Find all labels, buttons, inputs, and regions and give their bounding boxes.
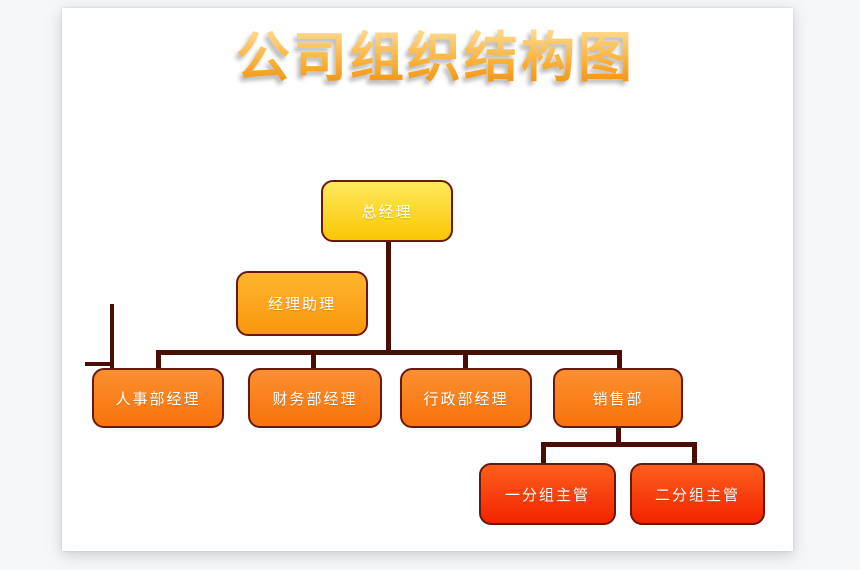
node-label: 行政部经理 [423, 389, 509, 408]
connector-level4-hline [541, 442, 697, 447]
node-hr-manager: 人事部经理 [92, 368, 224, 428]
connector-sales-trunk [616, 428, 621, 445]
node-admin-manager: 行政部经理 [400, 368, 532, 428]
node-general-manager: 总经理 [321, 180, 453, 242]
node-sales-dept: 销售部 [553, 368, 683, 428]
node-label: 二分组主管 [654, 485, 740, 504]
chart-title: 公司组织结构图 [70, 28, 801, 88]
node-label: 销售部 [592, 389, 644, 408]
connector-level3-hline [156, 350, 622, 355]
node-group1-supervisor: 一分组主管 [479, 463, 616, 525]
node-label: 财务部经理 [272, 389, 358, 408]
connector-stub-group1 [541, 444, 546, 463]
connector-stub-hr [156, 352, 161, 368]
node-label: 总经理 [361, 202, 413, 221]
node-label: 人事部经理 [115, 389, 201, 408]
node-finance-manager: 财务部经理 [248, 368, 382, 428]
connector-left-vertical [110, 304, 114, 368]
node-label: 一分组主管 [504, 485, 590, 504]
node-label: 经理助理 [267, 295, 336, 313]
node-manager-assistant: 经理助理 [236, 271, 368, 336]
document-page: 公司组织结构图 总经理 经理助理 人事部经理 财务部经理 行政部经理 销售 [62, 8, 793, 551]
connector-stub-finance [311, 352, 316, 368]
connector-left-foot [85, 362, 114, 366]
connector-stub-sales [617, 352, 622, 368]
connector-stub-group2 [692, 444, 697, 463]
connector-stub-admin [463, 352, 468, 368]
node-group2-supervisor: 二分组主管 [630, 463, 765, 525]
connector-gm-trunk [386, 242, 391, 355]
